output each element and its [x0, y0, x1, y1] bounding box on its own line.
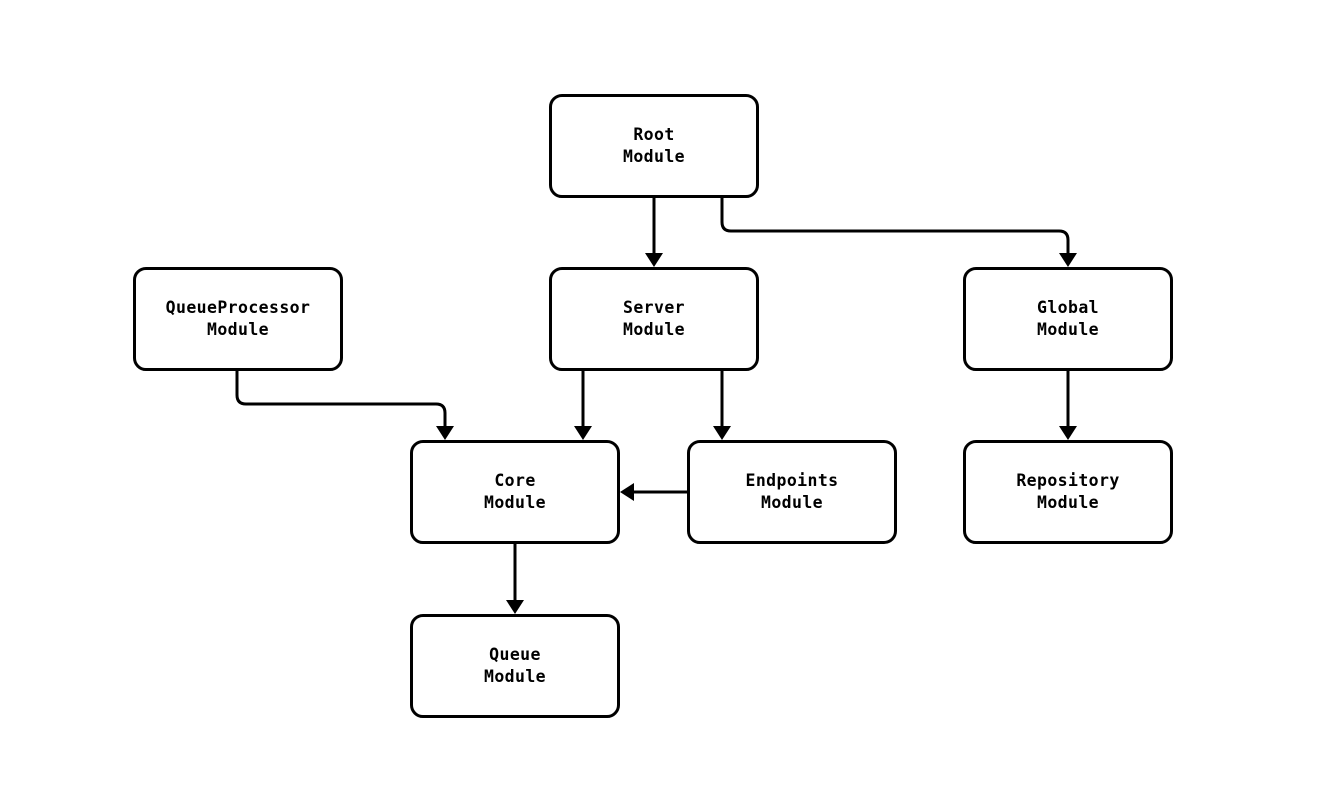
edge-line — [720, 198, 1070, 257]
edge-arrowhead — [645, 253, 663, 267]
edge-root-to-global — [720, 198, 1077, 267]
node-root[interactable]: Root Module — [549, 94, 759, 198]
node-server-line2: Module — [622, 320, 685, 339]
node-queueprocessor[interactable]: QueueProcessor Module — [133, 267, 343, 371]
edge-arrowhead — [620, 483, 634, 501]
edge-server-to-core — [574, 371, 592, 440]
edge-endpoints-to-core — [620, 483, 687, 501]
node-server-line1: Server — [622, 298, 685, 317]
edge-arrowhead — [1059, 253, 1077, 267]
edge-arrowhead — [574, 426, 592, 440]
node-repository-line2: Module — [1036, 493, 1099, 512]
node-core-line2: Module — [483, 493, 546, 512]
edge-core-to-queue — [506, 544, 524, 614]
node-queue-line1: Queue — [489, 645, 541, 664]
node-queueprocessor-line2: Module — [206, 320, 269, 339]
edge-queueprocessor-to-core — [235, 371, 454, 440]
node-queue-line2: Module — [483, 667, 546, 686]
node-endpoints-line2: Module — [760, 493, 823, 512]
node-repository-line1: Repository — [1016, 471, 1120, 490]
node-queueprocessor-line1: QueueProcessor — [165, 298, 311, 317]
node-global-line1: Global — [1036, 298, 1099, 317]
node-server[interactable]: Server Module — [549, 267, 759, 371]
edge-arrowhead — [713, 426, 731, 440]
node-endpoints[interactable]: Endpoints Module — [687, 440, 897, 544]
node-root-line2: Module — [622, 147, 685, 166]
edge-arrowhead — [506, 600, 524, 614]
node-root-line1: Root — [633, 125, 675, 144]
node-repository[interactable]: Repository Module — [963, 440, 1173, 544]
edge-line — [235, 371, 447, 430]
edge-arrowhead — [1059, 426, 1077, 440]
edge-server-to-endpoints — [713, 371, 731, 440]
edge-global-to-repository — [1059, 371, 1077, 440]
node-global-line2: Module — [1036, 320, 1099, 339]
node-core[interactable]: Core Module — [410, 440, 620, 544]
edge-root-to-server — [645, 198, 663, 267]
node-global[interactable]: Global Module — [963, 267, 1173, 371]
edge-arrowhead — [436, 426, 454, 440]
node-queue[interactable]: Queue Module — [410, 614, 620, 718]
node-endpoints-line1: Endpoints — [745, 471, 839, 490]
node-core-line1: Core — [494, 471, 536, 490]
